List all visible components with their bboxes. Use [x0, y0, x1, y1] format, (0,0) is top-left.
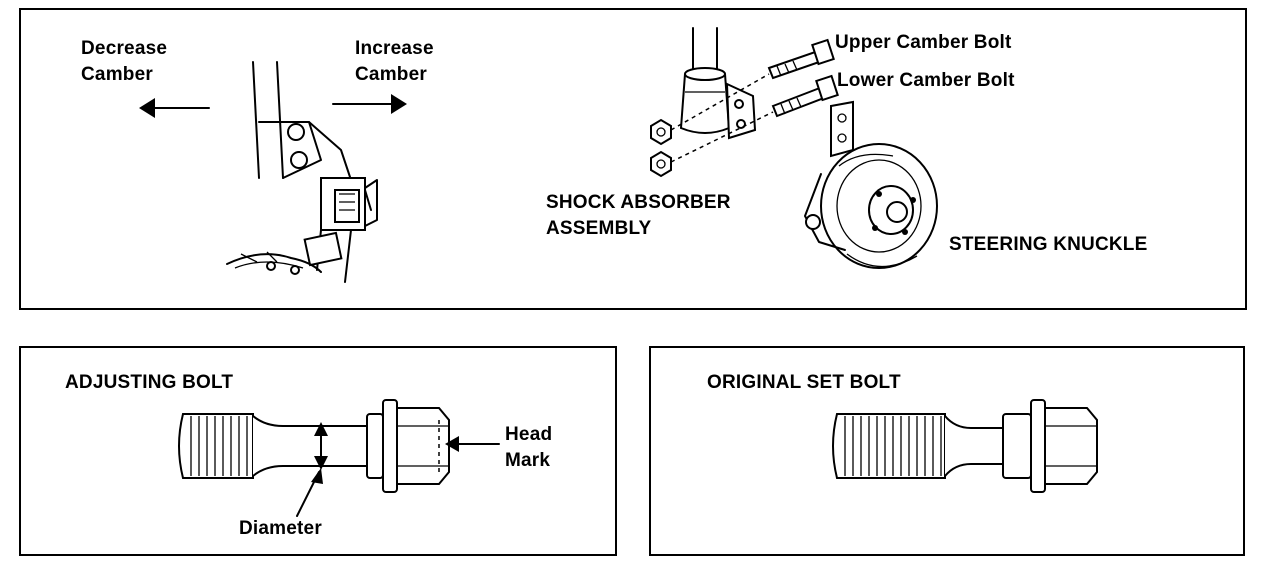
original-set-bolt-drawing — [832, 399, 1098, 493]
lower-camber-bolt-label: Lower Camber Bolt — [837, 70, 1015, 91]
decrease-arrow — [139, 98, 210, 118]
camber-nuts — [650, 118, 672, 178]
increase-camber-label: Increase Camber — [355, 38, 434, 85]
adjusting-bolt-title: ADJUSTING BOLT — [65, 372, 234, 393]
upper-camber-bolt-label: Upper Camber Bolt — [835, 32, 1012, 53]
strut-side-view — [226, 61, 378, 283]
upper-camber-bolt — [767, 38, 835, 80]
original-set-bolt-title: ORIGINAL SET BOLT — [707, 372, 901, 393]
camber-illustration — [139, 27, 938, 283]
adjusting-bolt-panel: ADJUSTING BOLT Head Mark Diameter — [19, 346, 617, 556]
head-mark-label: Head Mark — [505, 424, 553, 471]
head-mark-arrow — [445, 436, 500, 452]
shock-absorber-assembly-label: SHOCK ABSORBER ASSEMBLY — [546, 192, 731, 239]
diameter-arrow — [296, 422, 328, 517]
steering-knuckle-label: STEERING KNUCKLE — [949, 234, 1148, 255]
decrease-camber-label: Decrease Camber — [81, 38, 168, 85]
steering-knuckle — [804, 100, 938, 269]
shock-absorber-assembly — [680, 27, 757, 140]
camber-adjustment-panel: Decrease Camber Increase Camber Upper Ca… — [19, 8, 1247, 310]
increase-arrow — [332, 94, 407, 114]
lower-camber-bolt — [771, 74, 839, 118]
diameter-label: Diameter — [239, 518, 322, 539]
adjusting-bolt-drawing — [178, 399, 500, 517]
original-set-bolt-panel: ORIGINAL SET BOLT — [649, 346, 1245, 556]
